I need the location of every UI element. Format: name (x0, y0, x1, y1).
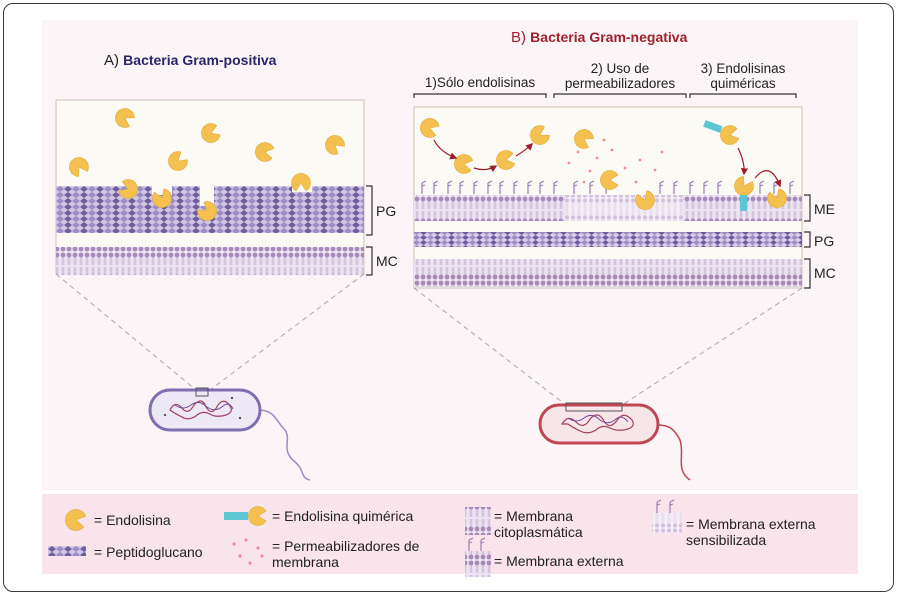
legend-cytoplasmic-membrane-icon (465, 507, 491, 535)
gram-positive-bacterium (148, 387, 311, 481)
panel-a-title: A) Bacteria Gram-positiva (104, 52, 276, 69)
legend-peptidoglycan-icon (48, 546, 86, 556)
panel-b-title: B) Bacteria Gram-negativa (511, 29, 687, 46)
chimeric-endolysin-icon (703, 120, 790, 211)
label-mc-b: MC (814, 265, 836, 281)
permeabilizer-dots (567, 138, 664, 184)
cytoplasmic-membrane-b (414, 259, 802, 287)
legend-outer-membrane-icon (465, 537, 491, 577)
legend-endolysin: = Endolisina (94, 512, 171, 528)
panel-a-letter: A) (104, 52, 119, 69)
sensitized-outer-membrane (565, 195, 683, 221)
legend-chimeric-endolysin: = Endolisina quimérica (272, 508, 414, 524)
label-pg-a: PG (376, 203, 397, 219)
strategy-3-label: 3) Endolisinas quiméricas (700, 61, 786, 91)
strategy-2-label: 2) Uso de permeabilizadores (564, 61, 676, 91)
legend-area (42, 494, 858, 574)
legend-permeabilizers: = Permeabilizadores de membrana (272, 538, 420, 570)
cytoplasmic-membrane-a (56, 247, 364, 275)
legend-peptidoglycan: = Peptidoglucano (94, 544, 203, 560)
strategy-1-label: 1)Sólo endolisinas (424, 75, 536, 90)
legend-permeabilizer-icon (232, 538, 264, 565)
panel-a-title-text: Bacteria Gram-positiva (123, 52, 277, 68)
legend-sensitized-membrane-icon (652, 499, 682, 533)
legend-sensitized-membrane: = Membrana externa sensibilizada (686, 516, 816, 548)
legend-cytoplasmic-membrane: = Membrana citoplasmática (494, 508, 583, 540)
legend-outer-membrane: = Membrana externa (494, 553, 624, 569)
label-pg-b: PG (814, 233, 835, 249)
label-mc-a: MC (376, 253, 398, 269)
label-me-b: ME (814, 201, 835, 217)
legend-chimeric-icon (224, 506, 267, 526)
panel-b-letter: B) (511, 29, 526, 46)
legend-endolysin-icon (63, 507, 87, 533)
panel-b-title-text: Bacteria Gram-negativa (530, 29, 688, 45)
gram-negative-zoom-box (413, 93, 811, 289)
gram-negative-bacterium (538, 402, 691, 481)
peptidoglycan-layer-b (414, 232, 802, 247)
gram-positive-zoom-box (55, 99, 373, 276)
